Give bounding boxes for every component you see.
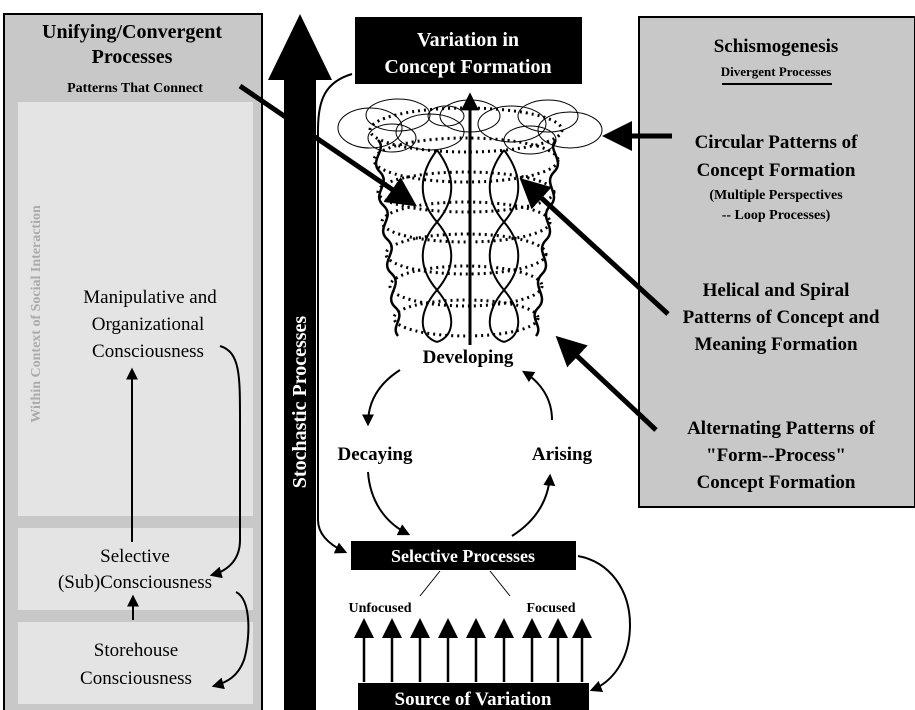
focused-label: Focused	[527, 601, 576, 616]
developing-label: Developing	[423, 347, 514, 368]
helical-pointer-arrow	[519, 177, 670, 316]
helical-line1: Helical and Spiral	[703, 280, 850, 301]
right-title: Schismogenesis	[714, 36, 839, 57]
pointer-arrows	[238, 83, 672, 432]
circular-line2: Concept Formation	[697, 160, 856, 181]
spiral-left-side	[374, 139, 401, 337]
alternating-pointer-arrow	[555, 335, 658, 432]
alternating-line2: "Form--Process"	[706, 445, 846, 466]
alternating-line3: Concept Formation	[697, 472, 856, 493]
helical-line2: Patterns of Concept and	[683, 307, 880, 328]
left-subtitle: Patterns That Connect	[67, 81, 203, 96]
left-panel: Unifying/Convergent Processes Patterns T…	[3, 13, 263, 710]
variation-line1: Variation in	[417, 29, 519, 51]
decaying-label: Decaying	[338, 444, 413, 465]
selective-to-source-curve	[577, 555, 632, 692]
connect-pointer-arrow	[238, 83, 417, 207]
source-box	[358, 683, 589, 710]
circular-line1: Circular Patterns of	[695, 132, 859, 153]
manipulative-line2: Organizational	[92, 314, 205, 335]
variation-arrows	[354, 618, 592, 682]
stochastic-arrow: Stochastic Processes	[268, 14, 332, 710]
arising-label: Arising	[532, 444, 593, 465]
spiral-right-side	[533, 139, 560, 337]
left-return-curve	[317, 73, 353, 554]
helix-right	[488, 149, 520, 343]
cycle-decaying-to-selective	[367, 471, 411, 536]
side-label: Within Context of Social Interaction	[29, 205, 44, 423]
storehouse-line1: Storehouse	[94, 640, 178, 661]
loop-circles	[337, 98, 603, 155]
helical-line3: Meaning Formation	[694, 334, 858, 355]
circular-line4: -- Loop Processes)	[722, 208, 831, 223]
stochastic-label: Stochastic Processes	[289, 316, 311, 489]
left-title-line2: Processes	[92, 46, 173, 68]
manipulative-line3: Consciousness	[92, 341, 204, 362]
variation-box	[355, 17, 582, 84]
selective-line1: Selective	[100, 546, 170, 567]
right-panel: Schismogenesis Divergent Processes Circu…	[638, 16, 915, 508]
variation-line2: Concept Formation	[384, 56, 551, 78]
circular-line3: (Multiple Perspectives	[709, 188, 843, 203]
selective-processes-label: Selective Processes	[391, 546, 535, 566]
cycle-selective-to-arising	[511, 473, 556, 537]
storehouse-line2: Consciousness	[80, 668, 192, 689]
cycle-developing-to-decaying	[362, 369, 401, 427]
selective-processes-box	[351, 541, 576, 570]
cycle-arising-to-developing	[521, 370, 553, 421]
source-label: Source of Variation	[395, 689, 552, 710]
unfocused-label: Unfocused	[348, 601, 411, 616]
right-subtitle: Divergent Processes	[721, 64, 832, 79]
selective-line2: (Sub)Consciousness	[58, 572, 212, 593]
spiral-rings	[368, 106, 564, 338]
manipulative-line1: Manipulative and	[83, 287, 217, 308]
helix-left	[421, 149, 453, 343]
left-title-line1: Unifying/Convergent	[42, 21, 222, 43]
curve-selective-to-storehouse	[211, 591, 250, 690]
focused-connector	[489, 570, 511, 597]
curve-manipulative-to-selective	[209, 345, 241, 579]
unfocused-connector	[419, 570, 441, 597]
alternating-line1: Alternating Patterns of	[687, 418, 876, 439]
center-diagram: Variation in Concept Formation	[317, 17, 632, 710]
